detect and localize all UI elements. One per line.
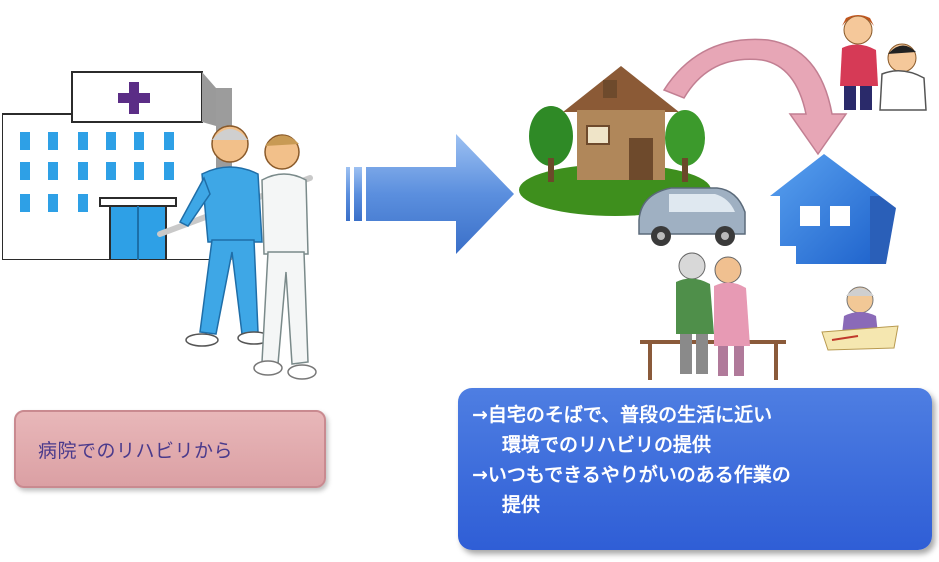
info-line-2: 環境でのリハビリの提供 (502, 434, 712, 456)
hospital-rehab-text: 病院でのリハビリから (38, 439, 234, 462)
car (633, 180, 749, 250)
caregiver-icon (840, 15, 927, 111)
patient-therapist-icon (157, 125, 317, 380)
curved-arrow-icon (662, 38, 848, 156)
caregiver-figures (830, 8, 930, 112)
transition-arrow (346, 134, 516, 254)
info-line-1: →自宅のそばで、普段の生活に近い (472, 404, 773, 426)
hospital-rehab-label: 病院でのリハビリから (14, 410, 326, 488)
rehab-figures (150, 122, 325, 392)
car-icon (638, 187, 746, 246)
info-line-4: 提供 (502, 494, 541, 516)
home-rehab-info-box: →自宅のそばで、普段の生活に近い 環境でのリハビリの提供 →いつもできるやりがい… (458, 388, 932, 550)
info-line-3: →いつもできるやりがいのある作業の (472, 464, 791, 486)
blue-house (766, 152, 898, 270)
elderly-crafts (818, 282, 902, 352)
elderly-walking (636, 246, 796, 382)
elderly-walking-icon (636, 246, 796, 382)
right-arrow-icon (346, 134, 514, 254)
blue-house-icon (770, 154, 896, 264)
elderly-crafts-icon (821, 286, 899, 351)
curved-arrow (650, 30, 850, 160)
